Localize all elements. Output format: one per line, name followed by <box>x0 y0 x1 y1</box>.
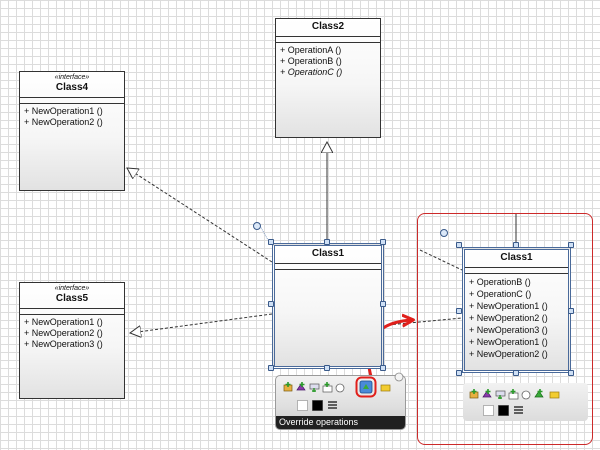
operation[interactable]: + NewOperation2 () <box>24 328 103 338</box>
zoom-resize-handle-s[interactable] <box>513 370 519 376</box>
toolbar-collapse-icon[interactable] <box>394 372 404 382</box>
line-style-icon[interactable] <box>327 400 338 411</box>
operation[interactable]: + OperationB () <box>280 56 342 66</box>
resize-handle-n[interactable] <box>324 239 330 245</box>
operation[interactable]: + NewOperation1 () <box>24 106 103 116</box>
context-toolbar: Override operations <box>275 372 406 430</box>
zoom-resize-handle-nw[interactable] <box>456 242 462 248</box>
realization-class1-class4 <box>127 168 273 263</box>
folder-icon[interactable] <box>380 382 391 393</box>
operation[interactable]: + NewOperation2 () <box>24 117 103 127</box>
class2-header: Class2 <box>276 19 380 37</box>
class1-result-operations: + OperationB () + OperationC () + NewOpe… <box>465 274 568 362</box>
operation[interactable]: + OperationC () <box>469 289 532 299</box>
add-nested-icon[interactable] <box>508 389 519 400</box>
black-color-icon[interactable] <box>498 405 509 416</box>
class2-operations: + OperationA () + OperationB () + Operat… <box>276 43 380 80</box>
class4-stereotype: «interface» <box>54 74 90 81</box>
folder-icon[interactable] <box>549 389 560 400</box>
zoom-resize-handle-ne[interactable] <box>568 242 574 248</box>
zoom-rotate-handle[interactable] <box>440 229 448 237</box>
class2-name: Class2 <box>311 21 345 32</box>
zoom-resize-handle-e[interactable] <box>568 308 574 314</box>
class1-result-name: Class1 <box>500 252 533 263</box>
operation[interactable]: + NewOperation3 () <box>24 339 103 349</box>
resize-handle-nw[interactable] <box>268 239 274 245</box>
class4-box[interactable]: «interface» Class4 + NewOperation1 () + … <box>19 71 125 191</box>
add-operation-icon[interactable] <box>482 389 493 400</box>
operation[interactable]: + NewOperation1 () <box>24 317 103 327</box>
class1-name: Class1 <box>311 248 345 259</box>
zoom-resize-handle-w[interactable] <box>456 308 462 314</box>
class1-result-box[interactable]: Class1 + OperationB () + OperationC () +… <box>462 247 571 373</box>
override-operations-icon[interactable] <box>359 380 373 394</box>
zoom-context-toolbar <box>463 383 588 421</box>
operation[interactable]: + NewOperation3 () <box>469 325 548 335</box>
operation[interactable]: + NewOperation1 () <box>469 301 548 311</box>
class5-stereotype: «interface» <box>54 285 90 292</box>
add-attribute-icon[interactable] <box>469 389 480 400</box>
add-property-icon[interactable] <box>309 382 320 393</box>
result-zoom-panel <box>417 213 593 445</box>
rotation-handle-line <box>259 225 269 241</box>
zoom-resize-handle-n[interactable] <box>513 242 519 248</box>
operation[interactable]: + NewOperation2 () <box>469 349 548 359</box>
operation[interactable]: + OperationC () <box>280 67 343 77</box>
white-color-icon[interactable] <box>297 400 308 411</box>
class5-header: «interface» Class5 <box>20 283 124 309</box>
resize-handle-s[interactable] <box>324 365 330 371</box>
add-operation-icon[interactable] <box>296 382 307 393</box>
class5-name: Class5 <box>55 293 89 304</box>
circle-option-icon[interactable] <box>335 383 345 393</box>
operation[interactable]: + NewOperation2 () <box>469 313 548 323</box>
zoom-resize-handle-sw[interactable] <box>456 370 462 376</box>
resize-handle-e[interactable] <box>380 301 386 307</box>
white-color-icon[interactable] <box>483 405 494 416</box>
class4-name: Class4 <box>55 82 89 93</box>
rotate-handle[interactable] <box>253 222 261 230</box>
zoom-resize-handle-se[interactable] <box>568 370 574 376</box>
operation[interactable]: + NewOperation1 () <box>469 337 548 347</box>
class4-header: «interface» Class4 <box>20 72 124 98</box>
class1-result-header: Class1 <box>465 250 568 268</box>
operation[interactable]: + OperationB () <box>469 277 531 287</box>
line-style-icon[interactable] <box>513 405 524 416</box>
override-operations-icon[interactable] <box>534 389 545 400</box>
resize-handle-ne[interactable] <box>380 239 386 245</box>
class5-box[interactable]: «interface» Class5 + NewOperation1 () + … <box>19 282 125 399</box>
class1-header: Class1 <box>275 246 381 264</box>
class1-result-attributes-compartment <box>465 268 568 274</box>
class1-box[interactable]: Class1 <box>272 243 384 369</box>
class1-attributes-compartment <box>275 264 381 270</box>
red-highlight-ring <box>355 376 377 398</box>
black-color-icon[interactable] <box>312 400 323 411</box>
class4-attributes-compartment <box>20 98 124 104</box>
add-attribute-icon[interactable] <box>283 382 294 393</box>
class5-attributes-compartment <box>20 309 124 315</box>
circle-option-icon[interactable] <box>521 390 531 400</box>
operation[interactable]: + OperationA () <box>280 45 342 55</box>
add-nested-icon[interactable] <box>322 382 333 393</box>
resize-handle-se[interactable] <box>380 365 386 371</box>
class2-box[interactable]: Class2 + OperationA () + OperationB () +… <box>275 18 381 138</box>
class5-operations: + NewOperation1 () + NewOperation2 () + … <box>20 315 124 352</box>
add-property-icon[interactable] <box>495 389 506 400</box>
resize-handle-w[interactable] <box>268 301 274 307</box>
class4-operations: + NewOperation1 () + NewOperation2 () <box>20 104 124 130</box>
resize-handle-sw[interactable] <box>268 365 274 371</box>
class2-attributes-compartment <box>276 37 380 43</box>
toolbar-tooltip: Override operations <box>276 416 405 429</box>
realization-class1-class5 <box>130 313 273 333</box>
